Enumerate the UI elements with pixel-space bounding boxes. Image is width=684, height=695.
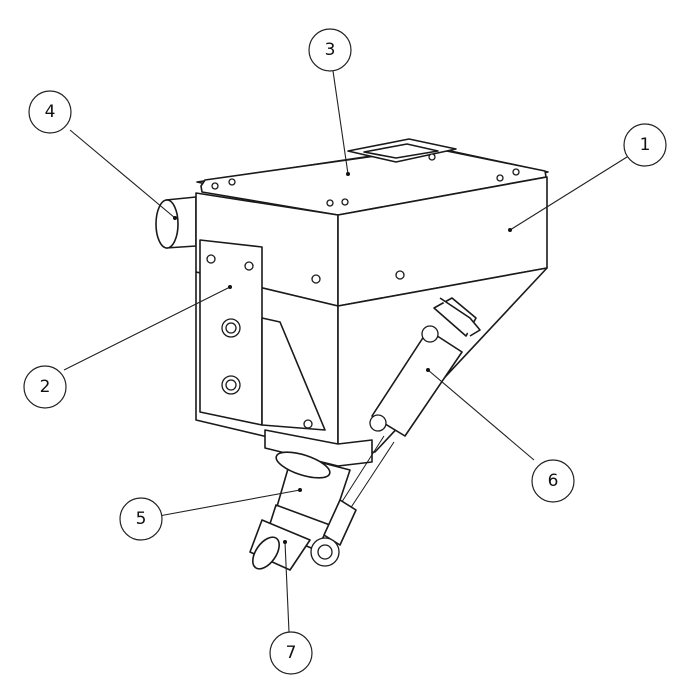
- part-2-bracket: [199, 239, 326, 431]
- leader-dots: [173, 172, 512, 544]
- leader-dot-3: [346, 172, 350, 176]
- callout-4: 4: [28, 90, 72, 134]
- callout-label-6: 6: [548, 471, 559, 491]
- callout-label-7: 7: [286, 643, 297, 663]
- leader-dot-1: [508, 228, 512, 232]
- leader-dot-4: [173, 216, 177, 220]
- leader-3: [332, 70, 349, 175]
- part-4-pipe: [155, 196, 197, 249]
- leader-lines: [63, 70, 628, 633]
- callout-label-4: 4: [45, 102, 56, 122]
- leader-dot-6: [426, 368, 430, 372]
- leader-dot-5: [298, 488, 302, 492]
- callout-5: 5: [119, 497, 163, 541]
- callout-label-2: 2: [40, 377, 51, 397]
- part-5-nozzle: [267, 451, 351, 551]
- leader-7: [284, 541, 290, 633]
- part-6-cylinder: [310, 297, 481, 567]
- callout-7: 7: [269, 631, 313, 675]
- callout-2: 2: [23, 365, 67, 409]
- leader-5: [158, 489, 301, 517]
- callout-label-5: 5: [136, 509, 147, 529]
- part-7-outlet: [249, 519, 311, 571]
- callout-1: 1: [623, 123, 667, 167]
- callout-label-3: 3: [325, 40, 336, 60]
- leader-6: [427, 369, 535, 461]
- leader-dot-7: [283, 540, 287, 544]
- leader-1: [509, 156, 628, 231]
- leader-4: [69, 129, 176, 219]
- leader-2: [63, 286, 231, 371]
- leader-dot-2: [228, 285, 232, 289]
- callout-6: 6: [531, 459, 575, 503]
- callout-label-1: 1: [640, 135, 651, 155]
- callout-3: 3: [308, 28, 352, 72]
